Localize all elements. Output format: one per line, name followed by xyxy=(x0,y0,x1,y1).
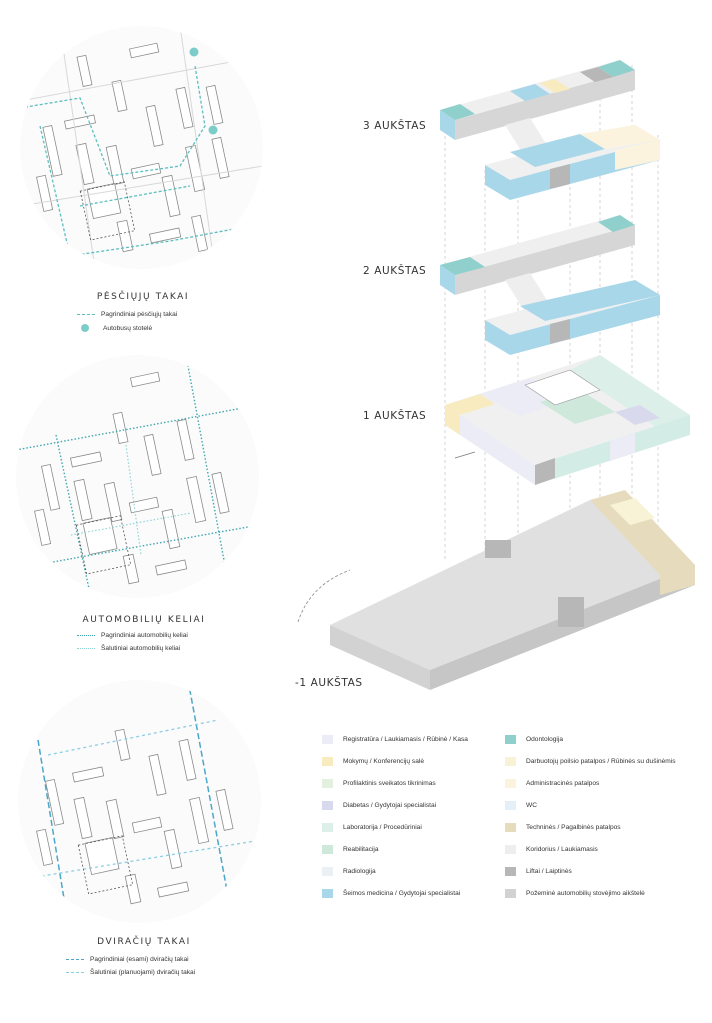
swatch xyxy=(322,757,333,766)
swatch xyxy=(505,867,516,876)
map-title-pedestrian: PĖSČIŲJŲ TAKAI xyxy=(96,292,190,302)
legend-item-pedestrian-main: Pagrindiniai pėsčiųjų takai xyxy=(77,311,177,318)
short-dash-line-icon xyxy=(66,971,84,973)
swatch xyxy=(322,889,333,898)
swatch xyxy=(322,823,333,832)
legend-row: Koridorius / Laukiamasis xyxy=(505,845,598,854)
map-title-bicycle: DVIRAČIŲ TAKAI xyxy=(97,937,191,947)
swatch xyxy=(322,867,333,876)
car-roads-map xyxy=(16,355,259,598)
bicycle-map xyxy=(18,680,261,923)
legend-row: Šeimos medicina / Gydytojai specialistai xyxy=(322,889,460,898)
legend-row: Reabilitacija xyxy=(322,845,379,854)
floor-2-model xyxy=(440,215,660,355)
swatch xyxy=(505,779,516,788)
pedestrian-map xyxy=(20,26,263,269)
map-title-car-roads: AUTOMOBILIŲ KELIAI xyxy=(82,615,206,625)
legend-row: Profilaktinis sveikatos tikrinimas xyxy=(322,779,436,788)
swatch xyxy=(322,845,333,854)
swatch xyxy=(322,801,333,810)
bus-stop-dot xyxy=(189,47,199,57)
dotted-line-light-icon xyxy=(77,647,95,649)
legend-item-bike-secondary: Šalutiniai (planuojami) dviračių takai xyxy=(66,969,195,976)
legend-row: Liftai / Laiptinės xyxy=(505,867,572,876)
legend-row: Registratūra / Laukiamasis / Rūbinė / Ka… xyxy=(322,735,468,744)
legend-row: WC xyxy=(505,801,537,810)
legend-row: Diabetas / Gydytojai specialistai xyxy=(322,801,436,810)
floor-minus-1-model xyxy=(297,490,695,690)
legend-item-car-main: Pagrindiniai automobilių keliai xyxy=(77,632,188,639)
floor-3-model xyxy=(440,60,660,200)
legend-row: Požeminė automobilių stovėjimo aikštelė xyxy=(505,889,645,898)
legend-row: Darbuotojų poilsio patalpos / Rūbinės su… xyxy=(505,757,676,766)
floor-1-model xyxy=(445,355,690,485)
legend-row: Mokymų / Konferencijų salė xyxy=(322,757,424,766)
floor-label-1: 1 AUKŠTAS xyxy=(363,410,427,422)
legend-item-car-secondary: Šalutiniai automobilių keliai xyxy=(77,645,180,652)
legend-row: Odontologija xyxy=(505,735,563,744)
swatch xyxy=(505,823,516,832)
legend-row: Administracinės patalpos xyxy=(505,779,599,788)
dashed-line-icon xyxy=(77,313,95,315)
dot-icon xyxy=(81,324,89,332)
floor-label-3: 3 AUKŠTAS xyxy=(363,120,427,132)
legend-row: Radiologija xyxy=(322,867,376,876)
swatch xyxy=(505,801,516,810)
floor-label-minus-1: -1 AUKŠTAS xyxy=(295,677,363,689)
swatch xyxy=(505,889,516,898)
bus-stop-dot xyxy=(208,125,218,135)
axonometric-floor-stack xyxy=(297,60,695,690)
swatch xyxy=(322,735,333,744)
swatch xyxy=(322,779,333,788)
legend-row: Techninės / Pagalbinės patalpos xyxy=(505,823,621,832)
long-dash-line-icon xyxy=(66,958,84,960)
floor-label-2: 2 AUKŠTAS xyxy=(363,265,427,277)
dotted-line-icon xyxy=(77,634,95,636)
swatch xyxy=(505,757,516,766)
legend-item-bike-main: Pagrindiniai (esami) dviračių takai xyxy=(66,956,189,963)
swatch xyxy=(505,735,516,744)
swatch xyxy=(505,845,516,854)
legend-item-bus-stop: Autobusų stotelė xyxy=(77,324,152,332)
legend-row: Laboratorija / Procedūriniai xyxy=(322,823,422,832)
